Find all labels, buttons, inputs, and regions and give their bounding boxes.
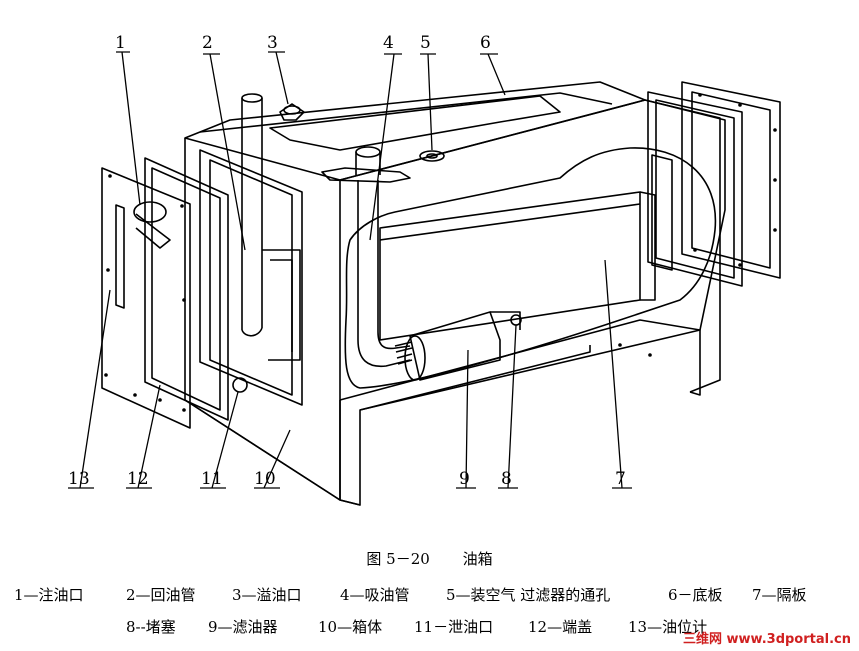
figure-number: 图 5－20 xyxy=(366,550,430,568)
figure-title: 图 5－20 油箱 xyxy=(0,548,859,569)
callout-8: 8 xyxy=(501,469,512,489)
drain-port xyxy=(232,377,248,393)
right-end-cover xyxy=(681,81,781,279)
tank-top-rim xyxy=(199,92,613,133)
oil-tank-diagram: 1 2 3 4 5 6 7 8 9 10 11 12 13 xyxy=(68,33,781,506)
legend-item: 13—油位计 xyxy=(628,618,708,636)
figure-name: 油箱 xyxy=(462,550,493,568)
right-gasket xyxy=(647,91,743,287)
partition-plate xyxy=(379,191,641,341)
cutaway-edge xyxy=(344,147,717,389)
tank-base xyxy=(339,329,701,506)
callout-6: 6 xyxy=(480,33,491,53)
end-cover-gasket xyxy=(199,149,303,406)
legend-item: 3—溢油口 xyxy=(232,586,302,604)
tank-front-face xyxy=(339,99,726,401)
top-plate xyxy=(269,95,561,151)
legend-item: 9—滤油器 xyxy=(208,618,278,636)
legend-item: 4—吸油管 xyxy=(340,586,410,604)
legend-item: 5—装空气 过滤器的通孔 xyxy=(446,586,611,604)
callout-3: 3 xyxy=(267,33,278,53)
callout-5: 5 xyxy=(420,33,431,53)
legend-item: 6－底板 xyxy=(668,586,723,604)
suction-pipe xyxy=(357,180,411,368)
callout-4: 4 xyxy=(383,33,394,53)
legend-item: 1—注油口 xyxy=(14,586,84,604)
filler-cap xyxy=(133,201,167,223)
callout-1: 1 xyxy=(115,33,126,53)
callout-10: 10 xyxy=(254,469,276,489)
callout-2: 2 xyxy=(202,33,213,53)
air-filter-hole xyxy=(419,150,445,162)
legend-item: 8--堵塞 xyxy=(126,618,176,636)
legend-item: 11－泄油口 xyxy=(414,618,494,636)
legend-item: 7—隔板 xyxy=(752,586,807,604)
watermark: 三维网 www.3dportal.cn xyxy=(682,632,851,647)
callout-13: 13 xyxy=(68,469,90,489)
callout-7: 7 xyxy=(615,469,626,489)
legend-item: 10—箱体 xyxy=(318,618,383,636)
legend-item: 12—端盖 xyxy=(528,618,593,636)
legend-item: 2—回油管 xyxy=(126,586,196,604)
callout-11: 11 xyxy=(201,469,223,489)
oil-level-plate xyxy=(101,167,191,429)
callout-12: 12 xyxy=(127,469,149,489)
callout-9: 9 xyxy=(459,469,470,489)
return-pipe xyxy=(241,98,263,330)
oil-filter xyxy=(409,311,501,381)
